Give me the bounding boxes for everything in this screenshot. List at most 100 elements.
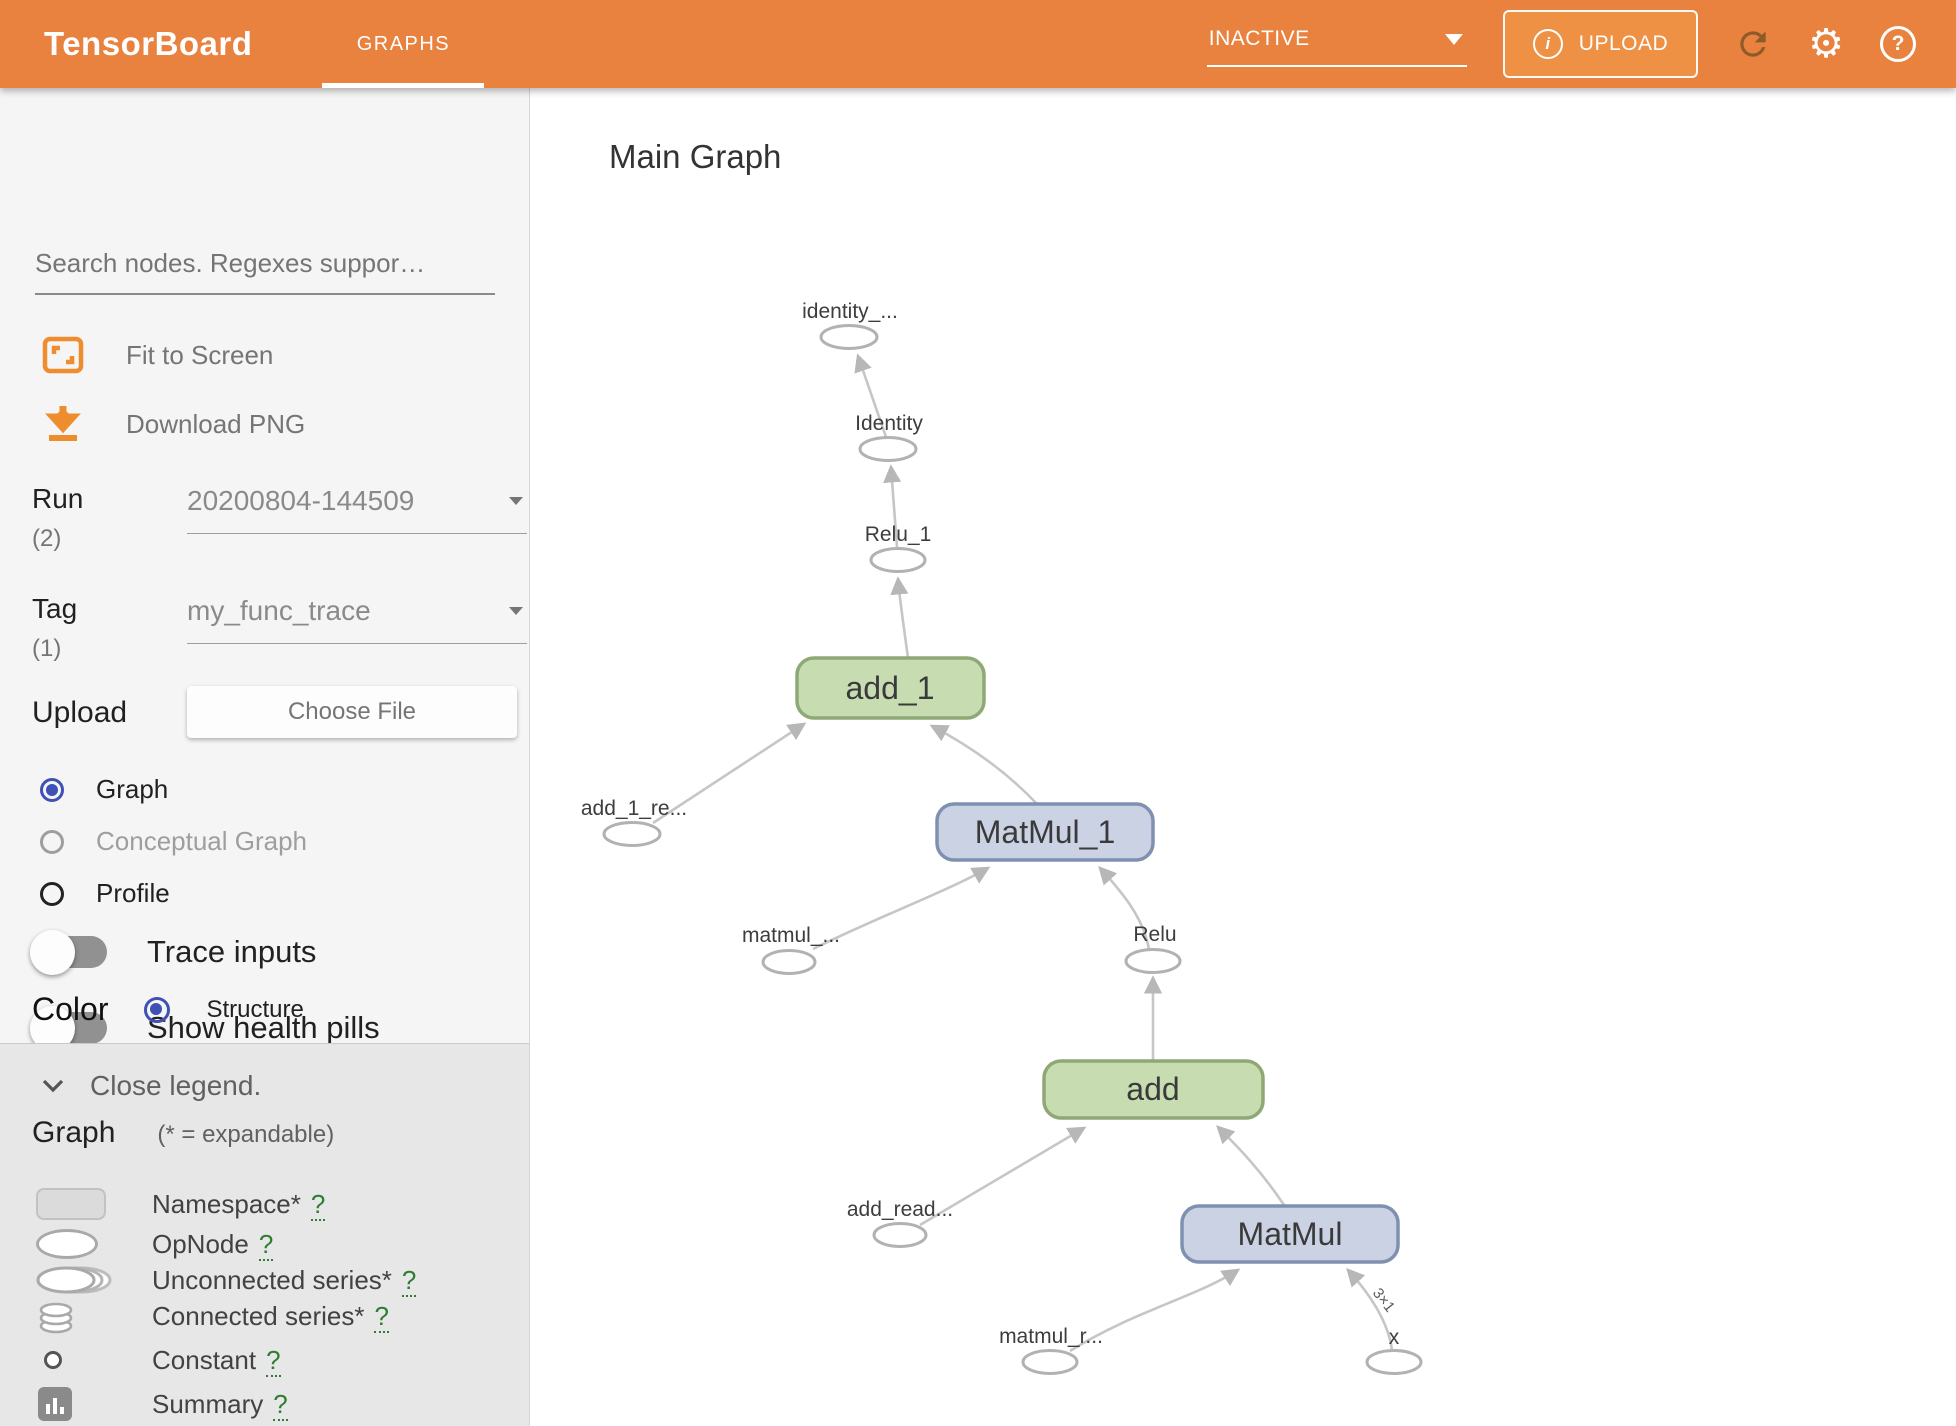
node-relu[interactable]: Relu	[1124, 923, 1182, 974]
namespace-swatch	[36, 1188, 106, 1220]
help-button[interactable]: ?	[1880, 26, 1916, 62]
edge-matmul-to-add	[1216, 1125, 1286, 1206]
edge-matmulr-to-matmul	[1069, 1268, 1241, 1353]
edge-matmul1-to-add1	[929, 724, 1038, 805]
opnode-help-link[interactable]: ?	[258, 1228, 274, 1261]
constant-icon	[44, 1351, 62, 1369]
node-matmul-in[interactable]: matmul_...	[742, 924, 840, 975]
radio-profile-label: Profile	[96, 878, 170, 908]
graph-canvas[interactable]: Main Graph 3×1 identity_...	[531, 88, 1956, 1426]
node-add-1-re[interactable]: add_1_re...	[581, 797, 687, 847]
close-legend-label: Close legend.	[90, 1070, 262, 1101]
node-add[interactable]: add	[1042, 1059, 1265, 1120]
legend-connected-label: Connected series*	[152, 1300, 365, 1331]
opnode-ellipse	[819, 324, 879, 350]
legend-unconnected-label: Unconnected series*	[152, 1264, 392, 1295]
opnode-swatch	[36, 1229, 98, 1259]
trace-inputs-toggle[interactable]: Trace inputs	[30, 930, 316, 975]
radio-unselected-icon	[40, 881, 64, 906]
tag-dropdown-value: my_func_trace	[187, 595, 371, 626]
color-structure-label: Structure	[206, 995, 304, 1023]
node-matmul-r[interactable]: matmul_r...	[999, 1325, 1103, 1375]
upload-label: Upload	[32, 696, 128, 729]
choose-file-button[interactable]: Choose File	[187, 686, 517, 738]
legend-item-unconnected-series: Unconnected series*?	[0, 1260, 529, 1300]
radio-graph[interactable]: Graph	[40, 774, 168, 805]
connected-help-link[interactable]: ?	[374, 1300, 389, 1333]
tag-label: Tag	[32, 593, 78, 624]
opnode-ellipse	[872, 1222, 928, 1248]
tag-dropdown[interactable]: my_func_trace	[187, 595, 527, 644]
svg-text:matmul_r...: matmul_r...	[999, 1325, 1103, 1348]
legend-item-connected-series: Connected series*?	[0, 1296, 529, 1336]
node-x[interactable]: x	[1365, 1326, 1423, 1375]
toggle-track	[30, 930, 107, 975]
node-matmul[interactable]: MatMul	[1180, 1204, 1400, 1264]
fit-to-screen-button[interactable]: Fit to Screen	[42, 336, 273, 374]
tab-graphs[interactable]: GRAPHS	[322, 0, 485, 88]
fit-to-screen-icon	[42, 336, 84, 374]
legend-item-summary: Summary?	[0, 1384, 529, 1424]
run-dropdown[interactable]: 20200804-144509	[187, 485, 527, 534]
opnode-ellipse	[1365, 1349, 1423, 1375]
chevron-down-icon	[1444, 33, 1463, 45]
upload-button[interactable]: i UPLOAD	[1502, 10, 1699, 78]
download-png-button[interactable]: Download PNG	[42, 404, 305, 444]
unconnected-help-link[interactable]: ?	[401, 1264, 417, 1297]
chevron-down-icon	[42, 1079, 64, 1093]
constant-help-link[interactable]: ?	[266, 1344, 281, 1377]
node-relu-1[interactable]: Relu_1	[865, 523, 932, 573]
namespace-help-link[interactable]: ?	[310, 1188, 326, 1221]
radio-graph-label: Graph	[96, 774, 169, 804]
app-header: TensorBoard GRAPHS INACTIVE i UPLOAD ⚙ ?	[0, 0, 1956, 88]
edge-matmulin-to-matmul1	[812, 866, 991, 951]
status-dropdown[interactable]: INACTIVE	[1206, 21, 1467, 67]
refresh-icon	[1740, 31, 1766, 57]
info-icon: i	[1532, 29, 1563, 59]
upload-button-label: UPLOAD	[1578, 32, 1669, 55]
legend-panel: Close legend. Graph (* = expandable) Nam…	[0, 1043, 529, 1426]
summary-icon	[38, 1387, 72, 1421]
status-dropdown-value: INACTIVE	[1208, 27, 1310, 50]
fit-to-screen-label: Fit to Screen	[126, 339, 274, 370]
radio-conceptual-graph[interactable]: Conceptual Graph	[40, 826, 307, 857]
svg-text:matmul_...: matmul_...	[742, 924, 840, 947]
close-legend-button[interactable]: Close legend.	[42, 1070, 261, 1102]
function-rect	[935, 802, 1155, 862]
opnode-ellipse	[602, 821, 662, 847]
summary-help-link[interactable]: ?	[273, 1388, 288, 1421]
node-identity-out[interactable]: identity_...	[802, 300, 898, 350]
settings-button[interactable]: ⚙	[1808, 24, 1844, 64]
chevron-down-icon	[509, 607, 523, 615]
run-label: Run	[32, 483, 84, 514]
edge-identity-to-identity-out	[854, 353, 888, 438]
node-matmul-1[interactable]: MatMul_1	[935, 802, 1155, 862]
legend-item-constant: Constant?	[0, 1340, 529, 1380]
node-add-1[interactable]: add_1	[795, 656, 986, 720]
svg-text:add_read...: add_read...	[847, 1198, 953, 1221]
node-identity[interactable]: Identity	[855, 412, 923, 462]
refresh-button[interactable]	[1734, 25, 1772, 63]
tensorboard-logo: TensorBoard	[44, 25, 253, 62]
opnode-ellipse	[858, 436, 918, 462]
legend-constant-label: Constant	[152, 1344, 257, 1375]
tab-graphs-label: GRAPHS	[356, 32, 451, 55]
legend-item-namespace: Namespace*?	[0, 1184, 529, 1224]
svg-text:Relu: Relu	[1133, 923, 1176, 946]
color-row: Color Structure	[32, 991, 304, 1028]
download-png-label: Download PNG	[126, 408, 306, 439]
radio-structure[interactable]	[144, 996, 171, 1023]
legend-opnode-label: OpNode	[152, 1228, 249, 1259]
svg-text:identity_...: identity_...	[802, 300, 898, 323]
svg-text:add: add	[1126, 1071, 1179, 1107]
page-title: Main Graph	[609, 138, 782, 175]
node-add-read[interactable]: add_read...	[847, 1198, 953, 1248]
run-count: (2)	[32, 525, 62, 552]
radio-profile[interactable]: Profile	[40, 878, 170, 909]
toggle-knob	[30, 930, 75, 975]
legend-item-opnode: OpNode?	[0, 1224, 529, 1264]
show-health-pills-toggle[interactable]: Show health pills	[30, 1006, 380, 1051]
search-input[interactable]	[35, 240, 495, 295]
edge-shape-label: 3×1	[1369, 1285, 1398, 1316]
legend-heading: Graph	[32, 1116, 116, 1149]
